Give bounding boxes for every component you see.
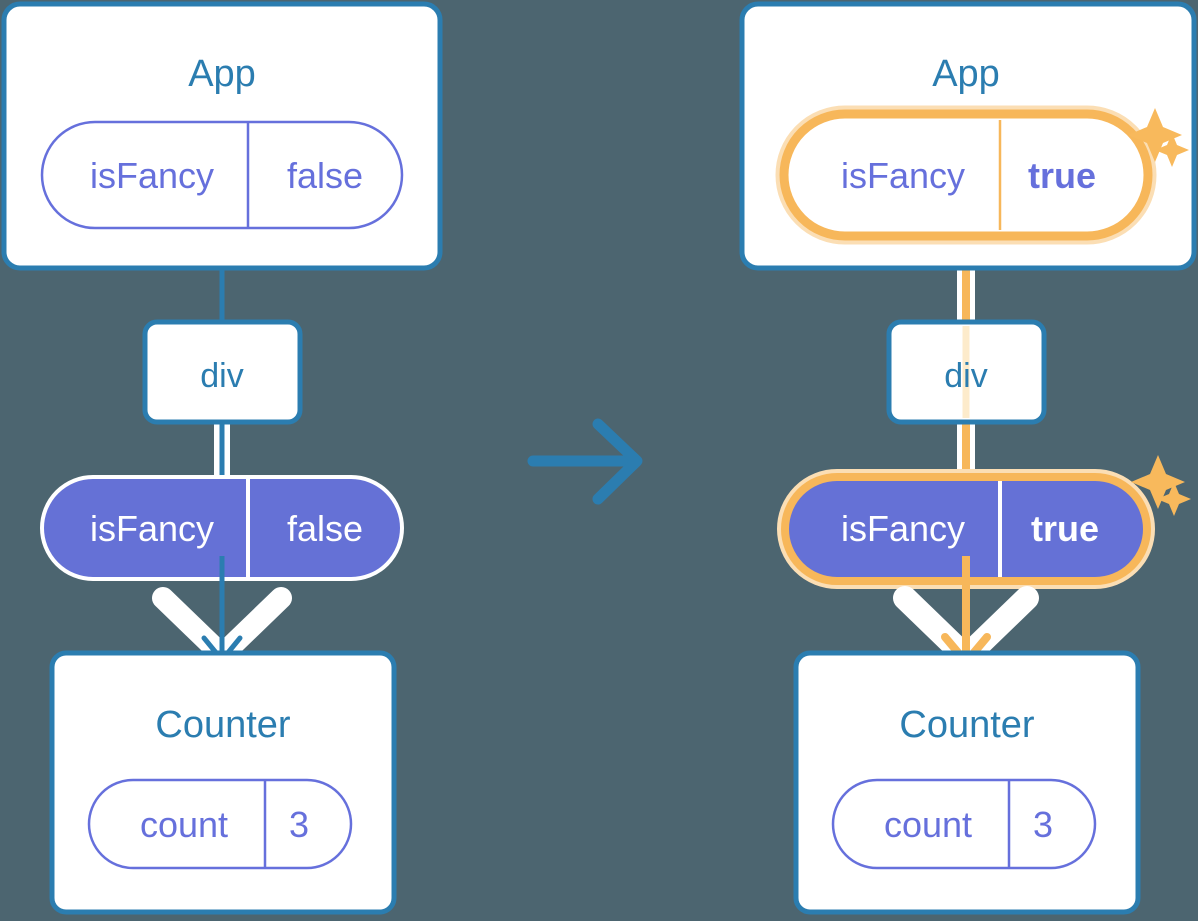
app-state-pill-key-left: isFancy <box>90 155 214 196</box>
sparkle-large-icon-app-right <box>1128 108 1182 162</box>
sparkle-large-icon-prop-right <box>1131 455 1185 509</box>
app-title-left: App <box>188 53 256 95</box>
counter-state-pill-left <box>87 778 353 870</box>
div-label-right: div <box>944 357 987 395</box>
app-state-pill-left <box>40 120 404 230</box>
div-box-left <box>142 319 303 425</box>
counter-state-pill-key-right: count <box>884 804 972 845</box>
prop-pill-value-left: false <box>287 508 363 549</box>
prop-pill-key-left: isFancy <box>90 508 214 549</box>
counter-state-pill-value-right: 3 <box>1033 804 1053 845</box>
app-state-pill-value-left: false <box>287 155 363 196</box>
counter-state-pill-value-left: 3 <box>289 804 309 845</box>
counter-state-pill-right <box>831 778 1097 870</box>
arrow-right-icon <box>592 418 643 505</box>
counter-title-left: Counter <box>155 704 291 746</box>
app-state-pill-value-right: true <box>1028 155 1096 196</box>
app-title-right: App <box>932 53 1000 95</box>
div-label-left: div <box>200 357 243 395</box>
app-state-pill-key-right: isFancy <box>841 155 965 196</box>
app-state-pill-highlight-right <box>779 109 1153 241</box>
sparkle-small-icon-prop-right <box>1157 482 1191 516</box>
sparkle-small-icon-app-right <box>1155 133 1189 167</box>
prop-pill-key-right: isFancy <box>841 508 965 549</box>
prop-pill-value-right: true <box>1031 508 1099 549</box>
counter-title-right: Counter <box>899 704 1035 746</box>
counter-state-pill-key-left: count <box>140 804 228 845</box>
